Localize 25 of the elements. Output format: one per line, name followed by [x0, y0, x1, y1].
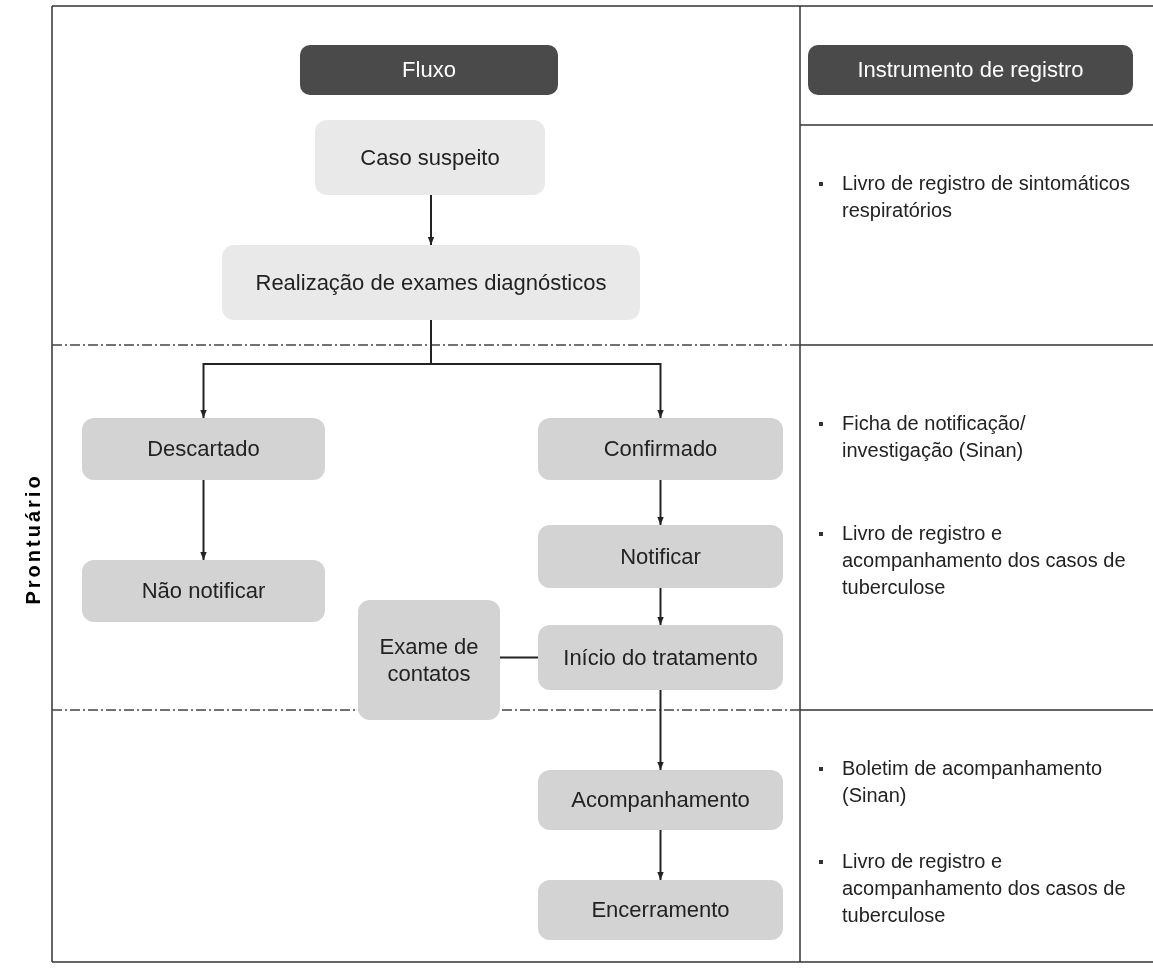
- process-box: Exame de contatos: [358, 600, 500, 720]
- process-box: Acompanhamento: [538, 770, 783, 830]
- record-instrument-text: Livro de registro e acompanhamento dos casos de tuberculose: [842, 849, 1127, 928]
- process-box: Início do tratamento: [538, 625, 783, 690]
- arrow: [657, 829, 664, 881]
- arrow: [200, 479, 207, 561]
- arrow: [657, 479, 664, 526]
- arrow: [657, 587, 664, 626]
- process-box: Não notificar: [82, 560, 325, 622]
- process-box: Encerramento: [538, 880, 783, 940]
- arrow: [427, 194, 435, 246]
- header-box: Fluxo: [300, 45, 558, 95]
- header-box: Instrumento de registro: [808, 45, 1133, 95]
- record-instrument-text: Boletim de acompanhamento (Sinan): [842, 756, 1104, 808]
- process-box: Notificar: [538, 525, 783, 588]
- process-box: Confirmado: [538, 418, 783, 480]
- record-instrument-text: Livro de registro de sintomáticos respiratórios: [842, 171, 1131, 223]
- process-box: Realização de exames diagnósticos: [222, 245, 640, 320]
- process-box: Caso suspeito: [315, 120, 545, 195]
- arrow: [657, 689, 664, 771]
- arrow: [430, 319, 664, 419]
- record-instrument-text: Ficha de notificação/ investigação (Sinan): [842, 411, 1027, 463]
- column-label: Prontuário: [21, 474, 45, 605]
- process-box: Descartado: [82, 418, 325, 480]
- record-instrument-text: Livro de registro e acompanhamento dos casos de tuberculose: [842, 521, 1127, 600]
